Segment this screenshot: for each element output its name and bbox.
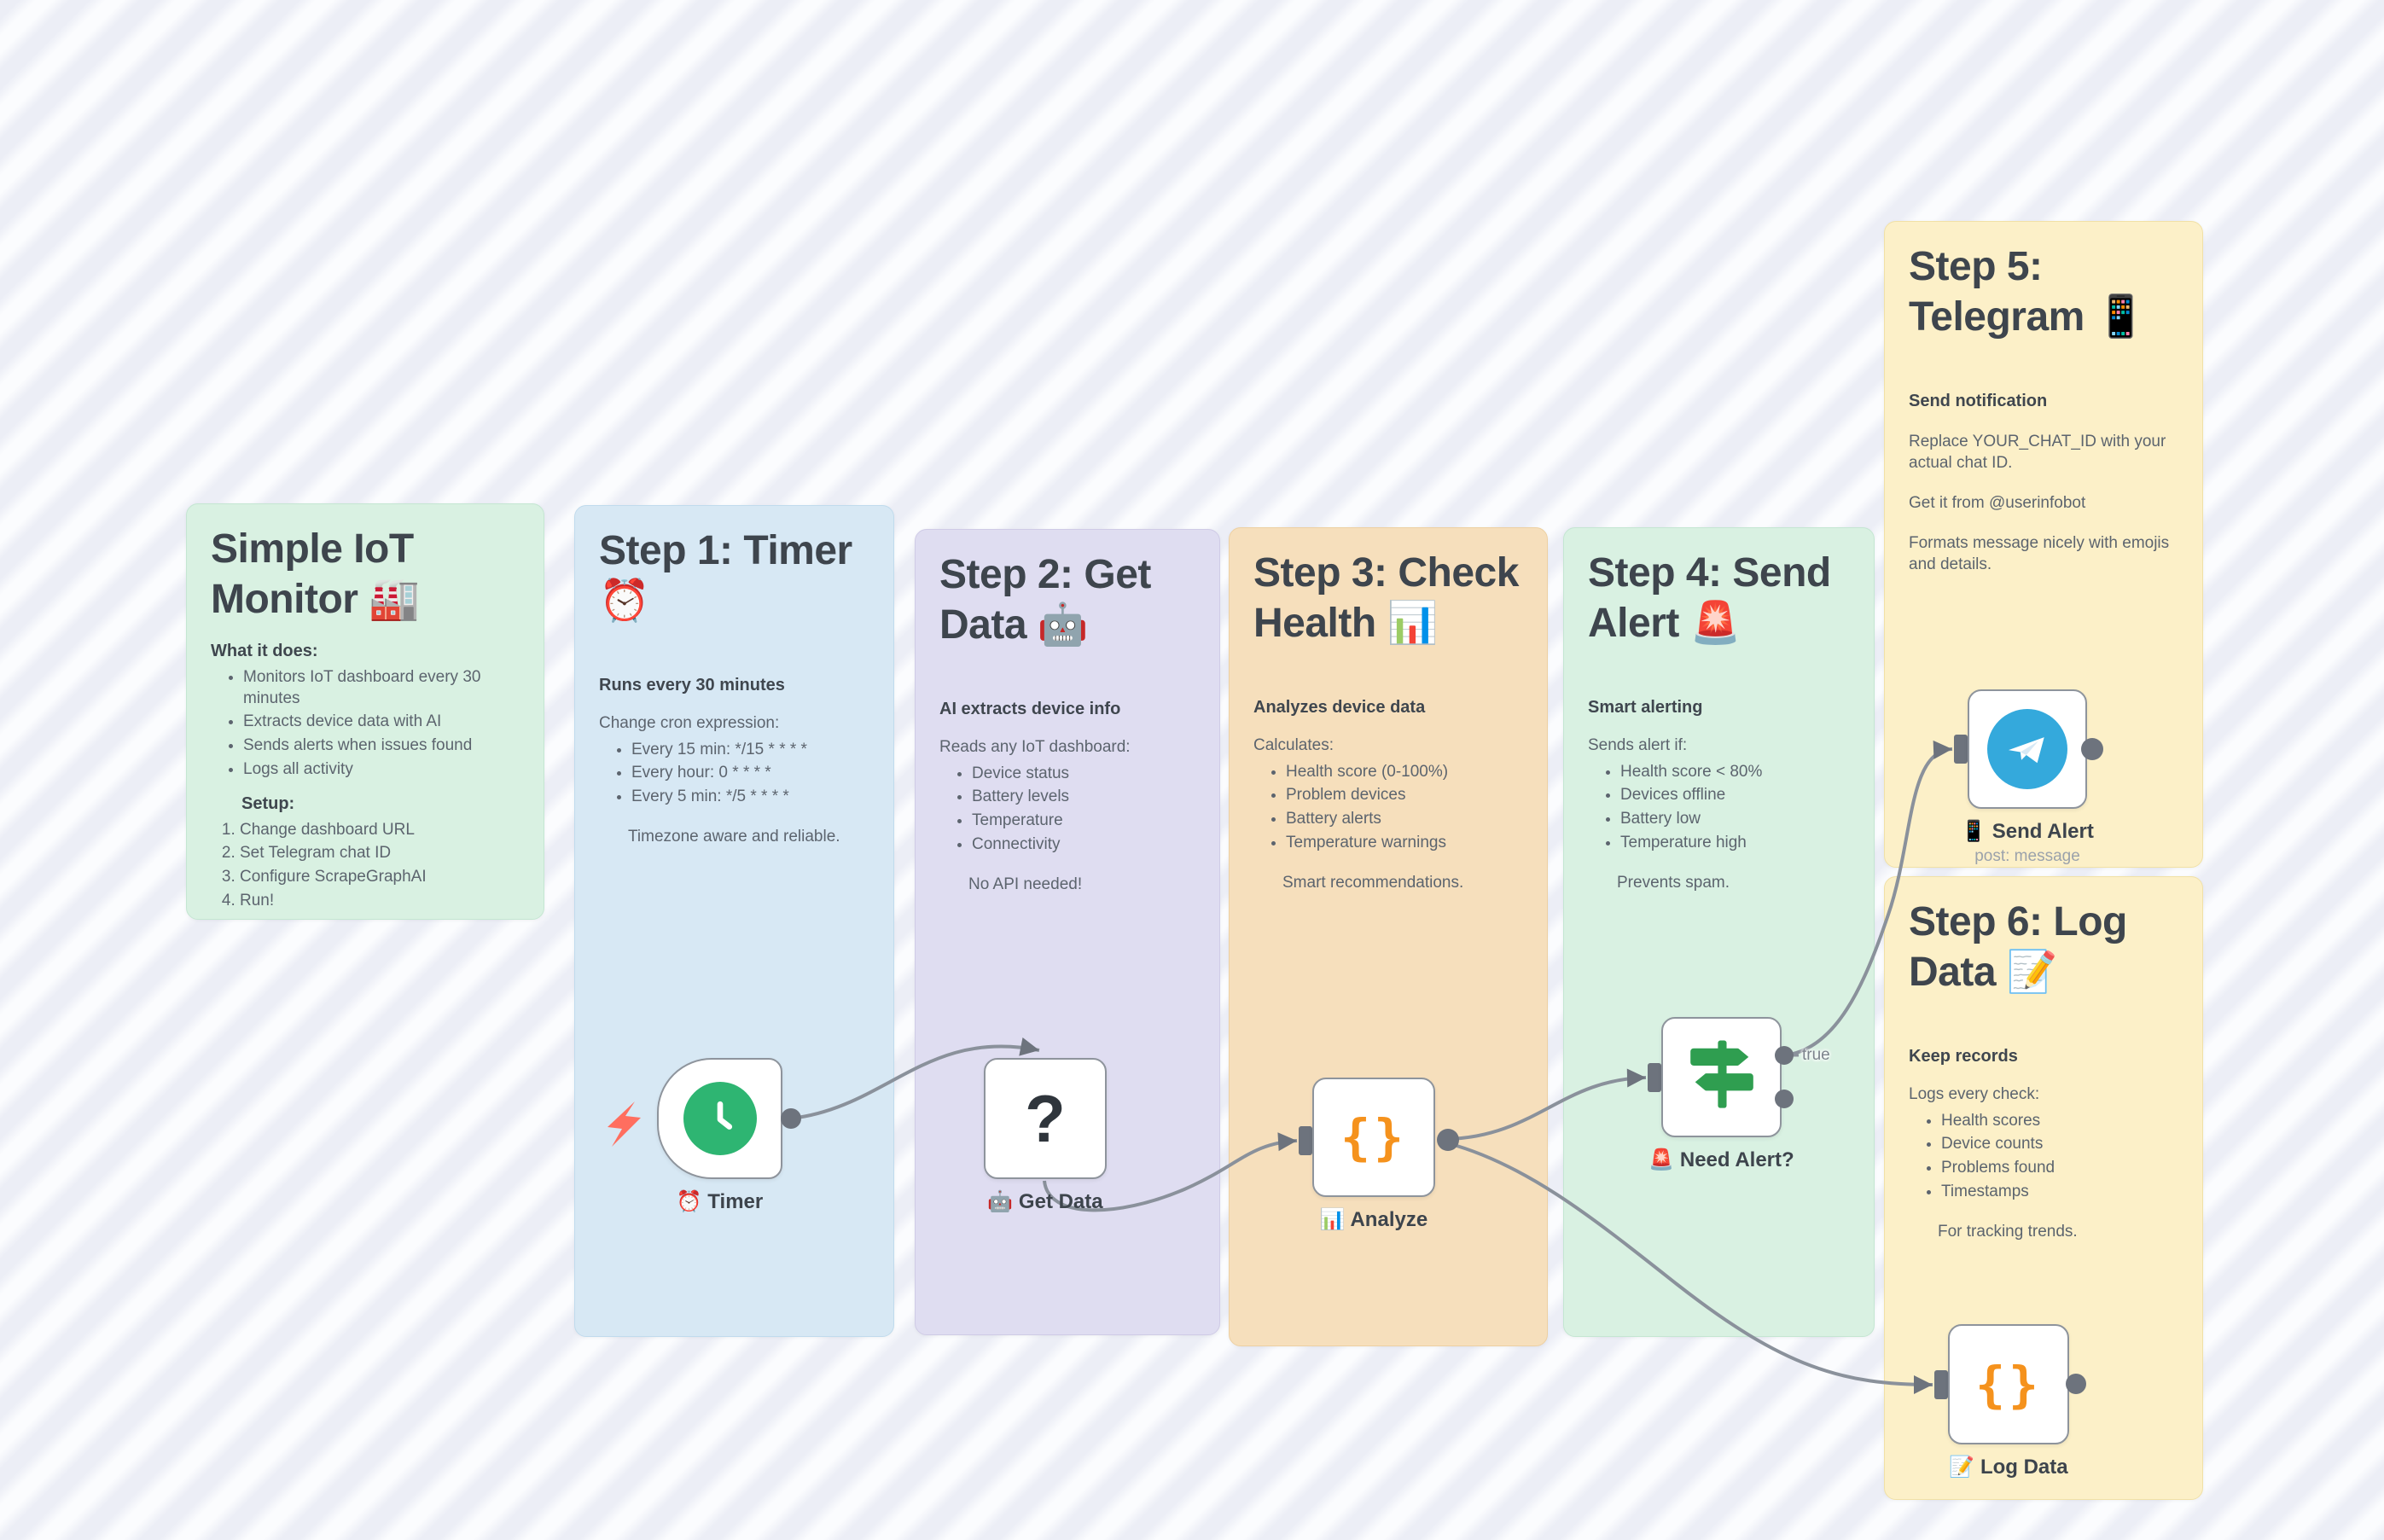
node-get-data[interactable]: ? 🤖 Get Data xyxy=(984,1058,1107,1213)
calculates-list: Health score (0-100%) Problem devices Ba… xyxy=(1253,762,1523,854)
section-heading: Send notification xyxy=(1909,392,2048,411)
note-text: No API needed! xyxy=(968,875,1083,893)
paragraph: Change cron expression: xyxy=(599,714,780,733)
node-log-data[interactable]: {} 📝 Log Data xyxy=(1948,1324,2069,1479)
note-text: For tracking trends. xyxy=(1938,1222,2078,1241)
node-need-alert[interactable]: 🚨 Need Alert? xyxy=(1648,1017,1794,1171)
list-item: Temperature warnings xyxy=(1286,833,1523,854)
telegram-icon xyxy=(1987,709,2067,789)
list-item: Temperature high xyxy=(1620,833,1850,854)
setup-steps-list: Change dashboard URL Set Telegram chat I… xyxy=(211,820,520,912)
node-label: 🚨 Need Alert? xyxy=(1648,1148,1794,1171)
alert-conditions-list: Health score < 80% Devices offline Batte… xyxy=(1588,762,1850,854)
list-item: Extracts device data with AI xyxy=(243,712,520,733)
sticky-note-overview[interactable]: Simple IoT Monitor 🏭 What it does: Monit… xyxy=(186,503,544,920)
node-sublabel: post: message xyxy=(1974,847,2080,865)
node-label: 📱 Send Alert post: message xyxy=(1961,820,2094,865)
node-label: ⏰ Timer xyxy=(676,1190,764,1213)
section-heading: Smart alerting xyxy=(1588,698,1703,718)
node-label: 📊 Analyze xyxy=(1319,1208,1428,1231)
note-text: Timezone aware and reliable. xyxy=(628,827,840,846)
paragraph: Get it from @userinfobot xyxy=(1909,494,2086,513)
panel-title: Simple IoT Monitor 🏭 xyxy=(211,526,420,622)
paragraph: Calculates: xyxy=(1253,736,1334,755)
note-text: Smart recommendations. xyxy=(1282,873,1464,892)
section-heading: Keep records xyxy=(1909,1047,2018,1066)
edge-label-true: true xyxy=(1802,1046,1830,1064)
list-item: Monitors IoT dashboard every 30 minutes xyxy=(243,667,520,709)
list-item: Logs all activity xyxy=(243,759,520,781)
list-item: Battery low xyxy=(1620,809,1850,830)
node-send-alert[interactable]: 📱 Send Alert post: message xyxy=(1961,689,2094,865)
list-item: Change dashboard URL xyxy=(240,820,520,841)
code-braces-icon: {} xyxy=(1975,1355,2042,1414)
list-item: Problem devices xyxy=(1286,785,1523,806)
panel-title: Step 4: Send Alert 🚨 xyxy=(1588,550,1831,646)
list-item: Configure ScrapeGraphAI xyxy=(240,867,520,888)
list-item: Temperature xyxy=(972,811,1195,832)
list-item: Connectivity xyxy=(972,834,1195,856)
list-item: Every 5 min: */5 * * * * xyxy=(631,787,869,808)
panel-title: Step 2: Get Data 🤖 xyxy=(939,552,1151,648)
list-item: Device status xyxy=(972,764,1195,785)
question-mark-icon: ? xyxy=(1025,1081,1066,1156)
paragraph: Logs every check: xyxy=(1909,1085,2040,1104)
section-heading: Analyzes device data xyxy=(1253,698,1426,718)
node-label: 🤖 Get Data xyxy=(987,1190,1103,1213)
section-heading: Runs every 30 minutes xyxy=(599,676,785,695)
section-heading: What it does: xyxy=(211,642,318,661)
panel-title: Step 3: Check Health 📊 xyxy=(1253,550,1519,646)
paragraph: Formats message nicely with emojis and d… xyxy=(1909,534,2170,574)
list-item: Run! xyxy=(240,891,520,912)
code-braces-icon: {} xyxy=(1340,1108,1407,1166)
clock-icon xyxy=(683,1082,757,1155)
list-item: Battery alerts xyxy=(1286,809,1523,830)
list-item: Health score < 80% xyxy=(1620,762,1850,783)
dashboard-list: Device status Battery levels Temperature… xyxy=(939,764,1195,856)
sticky-note-step2-get-data[interactable]: Step 2: Get Data 🤖 AI extracts device in… xyxy=(915,529,1220,1335)
signpost-icon xyxy=(1683,1036,1761,1119)
what-it-does-list: Monitors IoT dashboard every 30 minutes … xyxy=(211,667,520,780)
log-list: Health scores Device counts Problems fou… xyxy=(1909,1111,2178,1203)
list-item: Problems found xyxy=(1941,1158,2178,1179)
panel-title: Step 6: Log Data 📝 xyxy=(1909,899,2127,995)
paragraph: Sends alert if: xyxy=(1588,736,1688,755)
list-item: Device counts xyxy=(1941,1134,2178,1155)
list-item: Health score (0-100%) xyxy=(1286,762,1523,783)
node-timer[interactable]: ⏰ Timer xyxy=(657,1058,782,1213)
panel-title: Step 1: Timer ⏰ xyxy=(599,528,852,624)
node-label: 📝 Log Data xyxy=(1949,1456,2068,1479)
sticky-note-step1-timer[interactable]: Step 1: Timer ⏰ Runs every 30 minutes Ch… xyxy=(574,505,894,1337)
section-heading: AI extracts device info xyxy=(939,700,1121,719)
list-item: Every hour: 0 * * * * xyxy=(631,763,869,784)
paragraph: Reads any IoT dashboard: xyxy=(939,738,1131,757)
list-item: Health scores xyxy=(1941,1111,2178,1132)
list-item: Every 15 min: */15 * * * * xyxy=(631,740,869,761)
list-item: Sends alerts when issues found xyxy=(243,735,520,757)
sticky-note-step4-send-alert[interactable]: Step 4: Send Alert 🚨 Smart alerting Send… xyxy=(1563,527,1875,1337)
node-analyze[interactable]: {} 📊 Analyze xyxy=(1312,1078,1435,1231)
list-item: Battery levels xyxy=(972,787,1195,808)
list-item: Devices offline xyxy=(1620,785,1850,806)
section-heading: Setup: xyxy=(241,793,295,813)
list-item: Timestamps xyxy=(1941,1182,2178,1203)
list-item: Set Telegram chat ID xyxy=(240,843,520,864)
note-text: Prevents spam. xyxy=(1617,873,1730,892)
panel-title: Step 5: Telegram 📱 xyxy=(1909,244,2146,340)
paragraph: Replace YOUR_CHAT_ID with your actual ch… xyxy=(1909,433,2166,473)
cron-list: Every 15 min: */15 * * * * Every hour: 0… xyxy=(599,740,869,808)
